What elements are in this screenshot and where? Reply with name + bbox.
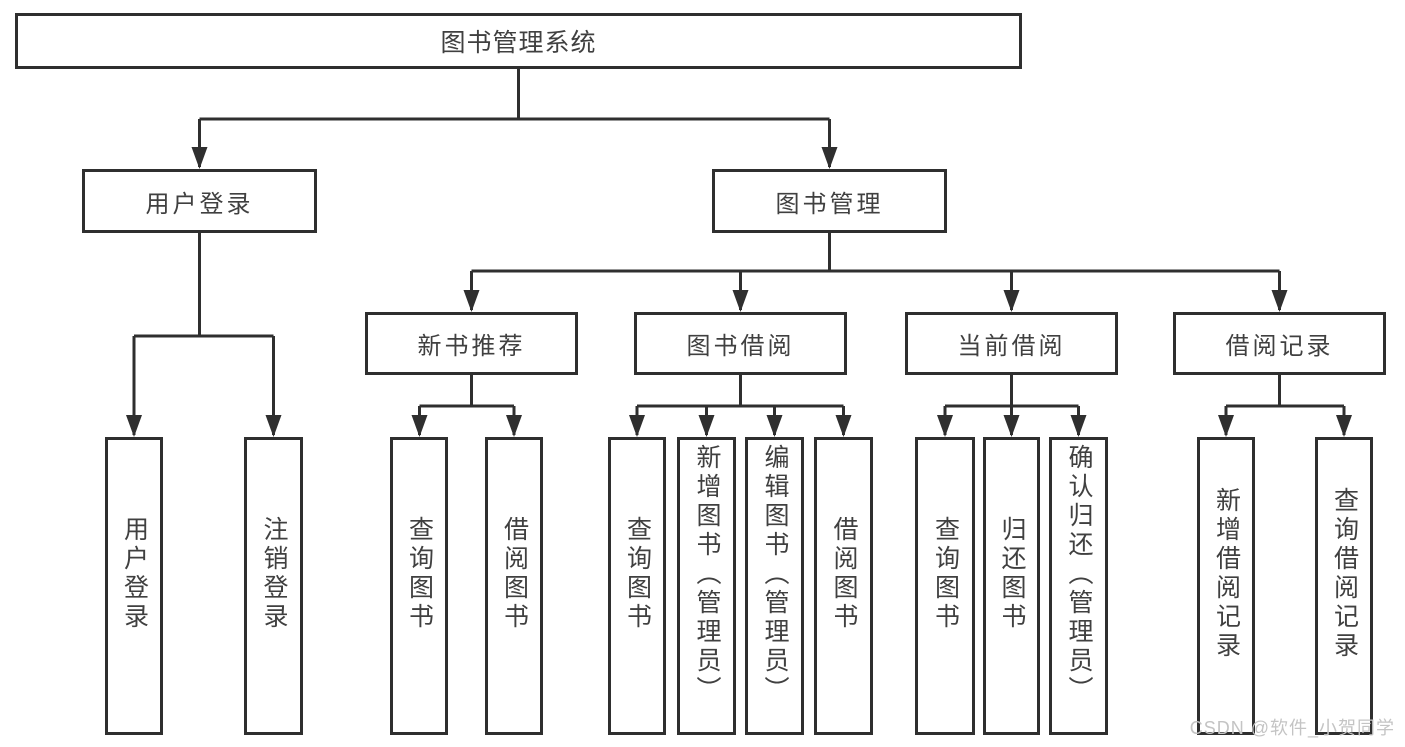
node-label: 编辑图书（管理员） [761, 443, 789, 705]
node-user-login: 用户登录 [82, 169, 317, 233]
node-new-book-recommendation: 新书推荐 [365, 312, 578, 375]
node-query-borrow-record: 查询借阅记录 [1315, 437, 1373, 735]
node-label: 图书借阅 [686, 333, 795, 360]
node-book-management: 图书管理 [712, 169, 947, 233]
node-label: 新增借阅记录 [1212, 487, 1241, 661]
node-label: 借阅图书 [830, 516, 858, 632]
node-current-borrowing: 当前借阅 [905, 312, 1118, 375]
node-label: 新增图书（管理员） [693, 443, 721, 705]
node-label: 借阅图书 [500, 516, 529, 632]
node-label: 图书管理 [775, 190, 884, 218]
node-edit-book-admin: 编辑图书（管理员） [745, 437, 804, 735]
node-logout: 注销登录 [244, 437, 303, 735]
node-borrowing-records: 借阅记录 [1173, 312, 1386, 375]
node-label: 确认归还（管理员） [1065, 443, 1093, 705]
node-label: 查询图书 [405, 516, 434, 632]
node-label: 借阅记录 [1225, 333, 1334, 360]
connector-lines [132, 69, 1346, 435]
node-book-borrowing: 图书借阅 [634, 312, 847, 375]
node-borrow-books-borrowing: 借阅图书 [814, 437, 873, 735]
node-label: 查询图书 [931, 516, 960, 632]
node-borrow-books-recommend: 借阅图书 [485, 437, 543, 735]
node-label: 查询借阅记录 [1330, 487, 1359, 661]
node-query-books-recommend: 查询图书 [390, 437, 448, 735]
node-label: 注销登录 [260, 516, 288, 632]
node-query-books-current: 查询图书 [915, 437, 975, 735]
node-user-login-leaf: 用户登录 [105, 437, 163, 735]
node-add-book-admin: 新增图书（管理员） [677, 437, 736, 735]
arrowheads [126, 147, 1352, 437]
node-query-books-borrowing: 查询图书 [608, 437, 666, 735]
node-label: 查询图书 [623, 516, 652, 632]
node-label: 新书推荐 [417, 333, 526, 360]
node-label: 用户登录 [120, 516, 149, 632]
node-label: 图书管理系统 [440, 29, 597, 57]
node-label: 归还图书 [998, 516, 1026, 632]
node-confirm-return-admin: 确认归还（管理员） [1049, 437, 1108, 735]
node-add-borrow-record: 新增借阅记录 [1197, 437, 1255, 735]
node-return-book: 归还图书 [983, 437, 1040, 735]
node-label: 用户登录 [145, 190, 254, 218]
watermark-text: CSDN @软件_小贺同学 [1189, 718, 1395, 738]
node-label: 当前借阅 [957, 333, 1066, 360]
node-library-management-system: 图书管理系统 [15, 13, 1022, 69]
